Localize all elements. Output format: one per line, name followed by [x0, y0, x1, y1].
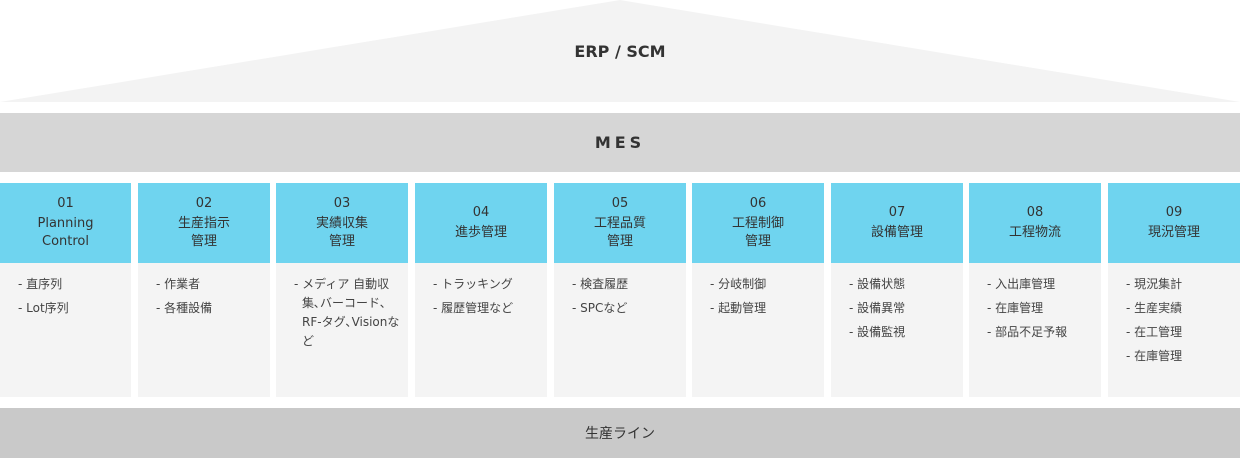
module-item: 分岐制御 — [710, 275, 816, 294]
module-item: 設備状態 — [849, 275, 955, 294]
module-column: 06 工程制御 管理分岐制御起動管理 — [692, 183, 824, 397]
module-header: 07 設備管理 — [831, 183, 963, 263]
module-column: 03 実績収集 管理メディア 自動収集､バーコード､RF-タグ､Visionなど — [276, 183, 408, 397]
module-title: 生産指示 管理 — [177, 216, 230, 249]
module-item: 起動管理 — [710, 299, 816, 318]
module-item: 在庫管理 — [1126, 347, 1232, 366]
module-number: 02 — [195, 196, 213, 211]
module-item: 生産実績 — [1126, 299, 1232, 318]
module-title: 工程品質 管理 — [593, 216, 646, 249]
module-header: 06 工程制御 管理 — [692, 183, 824, 263]
module-item: Lot序列 — [18, 299, 123, 318]
module-item: 入出庫管理 — [987, 275, 1093, 294]
module-items: 直序列 Lot序列 — [0, 263, 131, 318]
module-column: 09 現況管理現況集計生産実績在工管理在庫管理 — [1108, 183, 1240, 397]
module-number: 04 — [472, 205, 490, 220]
module-items: 現況集計生産実績在工管理在庫管理 — [1108, 263, 1240, 366]
module-column: 08 工程物流入出庫管理在庫管理部品不足予報 — [969, 183, 1101, 397]
module-column: 02 生産指示 管理作業者各種設備 — [138, 183, 270, 397]
module-column: 04 進歩管理トラッキング履歴管理など — [415, 183, 547, 397]
module-item: SPCなど — [572, 299, 678, 318]
module-items: 分岐制御起動管理 — [692, 263, 824, 318]
module-header: 03 実績収集 管理 — [276, 183, 408, 263]
production-line-band: 生産ライン — [0, 408, 1240, 458]
module-title: 設備管理 — [870, 225, 923, 240]
erp-roof — [0, 0, 1240, 102]
module-item: 検査履歴 — [572, 275, 678, 294]
module-items: 作業者各種設備 — [138, 263, 270, 318]
module-item: 作業者 — [156, 275, 262, 294]
module-item: 設備監視 — [849, 323, 955, 342]
module-number: 05 — [611, 196, 629, 211]
production-line-label: 生産ライン — [585, 426, 655, 442]
module-item: 直序列 — [18, 275, 123, 294]
module-item: トラッキング — [433, 275, 539, 294]
module-header: 04 進歩管理 — [415, 183, 547, 263]
mes-label: MES — [594, 133, 646, 152]
module-items: トラッキング履歴管理など — [415, 263, 547, 318]
module-title: Planning Control — [37, 216, 94, 249]
module-number: 06 — [749, 196, 767, 211]
module-item: メディア 自動収集､バーコード､RF-タグ､Visionなど — [294, 275, 400, 351]
module-number: 08 — [1026, 205, 1044, 220]
module-column: 05 工程品質 管理検査履歴 SPCなど — [554, 183, 686, 397]
module-number: 03 — [333, 196, 351, 211]
module-number: 07 — [888, 205, 906, 220]
module-header: 09 現況管理 — [1108, 183, 1240, 263]
module-item: 部品不足予報 — [987, 323, 1093, 342]
erp-scm-label: ERP / SCM — [574, 42, 666, 61]
module-header: 02 生産指示 管理 — [138, 183, 270, 263]
module-item: 在庫管理 — [987, 299, 1093, 318]
mes-band: MES — [0, 113, 1240, 172]
module-item: 各種設備 — [156, 299, 262, 318]
module-column: 07 設備管理設備状態設備異常設備監視 — [831, 183, 963, 397]
module-title: 現況管理 — [1147, 225, 1200, 240]
module-items: 入出庫管理在庫管理部品不足予報 — [969, 263, 1101, 342]
module-title: 実績収集 管理 — [315, 216, 368, 249]
module-title: 工程制御 管理 — [731, 216, 784, 249]
module-item: 履歴管理など — [433, 299, 539, 318]
module-item: 設備異常 — [849, 299, 955, 318]
module-items: 検査履歴 SPCなど — [554, 263, 686, 318]
module-header: 08 工程物流 — [969, 183, 1101, 263]
module-item: 現況集計 — [1126, 275, 1232, 294]
module-title: 工程物流 — [1008, 225, 1061, 240]
module-items: 設備状態設備異常設備監視 — [831, 263, 963, 342]
module-items: メディア 自動収集､バーコード､RF-タグ､Visionなど — [276, 263, 408, 351]
module-title: 進歩管理 — [454, 225, 507, 240]
module-header: 05 工程品質 管理 — [554, 183, 686, 263]
module-item: 在工管理 — [1126, 323, 1232, 342]
module-number: 09 — [1165, 205, 1183, 220]
module-number: 01 — [57, 196, 74, 211]
